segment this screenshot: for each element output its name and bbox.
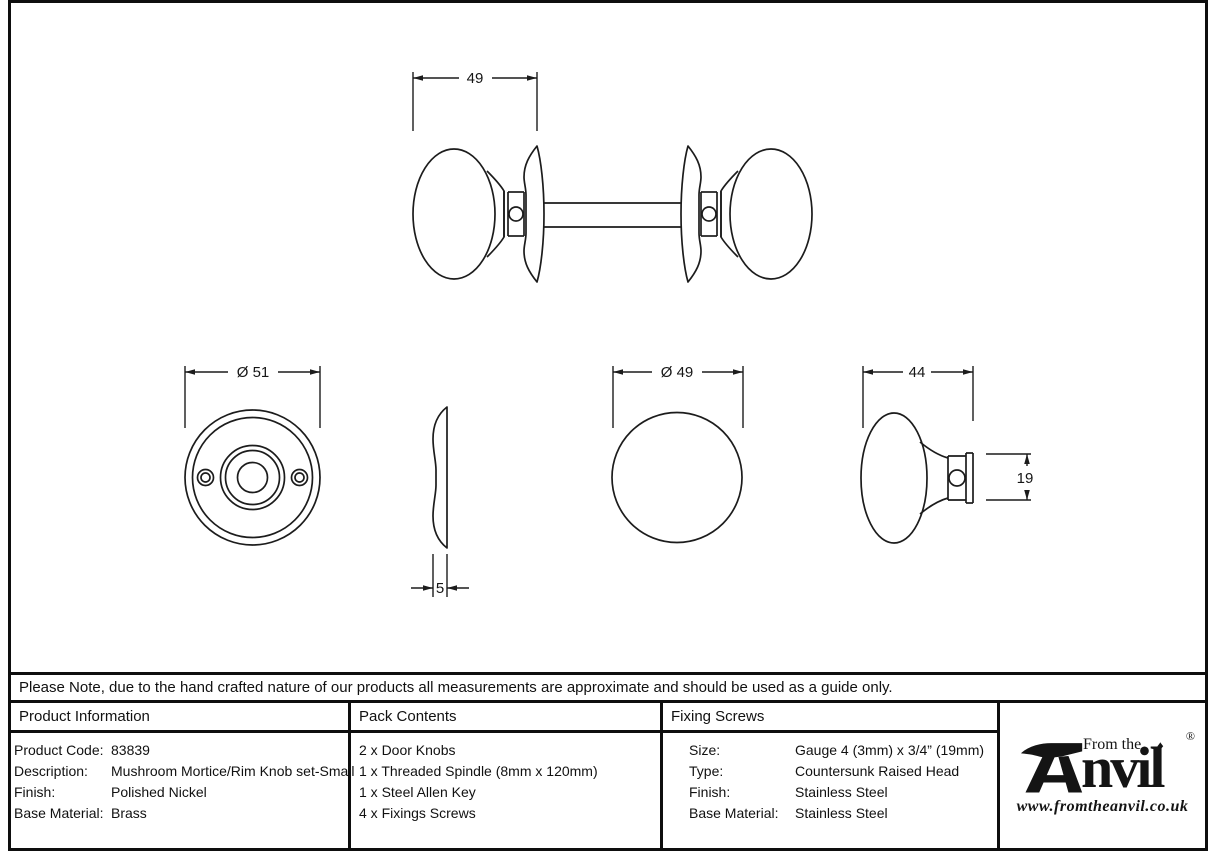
dimension-neck-height xyxy=(986,453,1031,501)
product-information-column: Product Information Product Code: 83839 … xyxy=(11,703,355,848)
logo-website-url: www.fromtheanvil.co.uk xyxy=(1016,798,1189,815)
measurement-note-text: Please Note, due to the hand crafted nat… xyxy=(19,679,893,696)
list-item: 1 x Steel Allen Key xyxy=(359,784,476,800)
table-row: Finish: Stainless Steel xyxy=(689,782,997,803)
technical-drawing: 49 Ø 51 xyxy=(184,70,1034,597)
list-item: 4 x Fixings Screws xyxy=(359,805,476,821)
rose-front-view: Ø 51 xyxy=(184,364,321,546)
dimension-rose-thickness xyxy=(411,554,469,597)
fixing-screws-column: Fixing Screws Size: Gauge 4 (3mm) x 3/4”… xyxy=(663,703,1000,848)
dimension-knob-set-width xyxy=(412,72,538,131)
row-label: Base Material: xyxy=(689,805,779,821)
row-label: Size: xyxy=(689,742,721,758)
dimension-label-rose-thickness: 5 xyxy=(436,580,444,597)
anvil-icon xyxy=(1020,743,1083,793)
row-value: 83839 xyxy=(111,742,150,758)
row-value: Gauge 4 (3mm) x 3/4” (19mm) xyxy=(795,742,985,758)
knob-set-side-view: 49 xyxy=(412,70,813,283)
table-row: Base Material: Brass xyxy=(14,803,348,824)
knob-side-view: 44 19 xyxy=(860,364,1034,544)
row-label: Base Material: xyxy=(14,805,104,821)
dimension-label-neck-height: 19 xyxy=(1017,470,1034,487)
spec-sheet-frame: 49 Ø 51 xyxy=(8,0,1208,851)
brand-logo-cell: From the ♦ ® nvil www.fromtheanvil.co.uk xyxy=(1000,703,1205,848)
row-value: Mushroom Mortice/Rim Knob set-Small xyxy=(111,763,355,779)
dimension-label-knob-diameter: Ø 49 xyxy=(661,364,694,381)
dimension-rose-diameter xyxy=(184,366,321,428)
row-label: Description: xyxy=(14,763,88,779)
dimension-knob-diameter xyxy=(612,366,744,428)
registered-trademark-icon: ® xyxy=(1185,729,1195,743)
logo-wordmark: nvil xyxy=(1080,735,1165,800)
row-value: Countersunk Raised Head xyxy=(795,763,960,779)
from-the-anvil-logo: From the ♦ ® nvil www.fromtheanvil.co.uk xyxy=(1016,729,1195,816)
list-item: 2 x Door Knobs xyxy=(359,742,456,758)
dimension-label-knob-set-width: 49 xyxy=(467,70,484,87)
table-row: Type: Countersunk Raised Head xyxy=(689,761,997,782)
row-value: Stainless Steel xyxy=(795,805,888,821)
row-value: Brass xyxy=(111,805,147,821)
row-label: Finish: xyxy=(14,784,56,800)
row-label: Type: xyxy=(689,763,724,779)
table-row: Size: Gauge 4 (3mm) x 3/4” (19mm) xyxy=(689,740,997,761)
rose-side-profile: 5 xyxy=(411,406,469,597)
measurement-note-bar: Please Note, due to the hand crafted nat… xyxy=(11,672,1205,703)
table-row: Product Code: 83839 xyxy=(14,740,348,761)
row-value: Polished Nickel xyxy=(111,784,207,800)
logo-from-the-text: From the xyxy=(1082,736,1142,753)
list-item: 1 x Threaded Spindle (8mm x 120mm) xyxy=(359,763,598,779)
table-row: Description: Mushroom Mortice/Rim Knob s… xyxy=(14,761,355,782)
rose-screw-holes xyxy=(196,468,309,487)
row-value: Stainless Steel xyxy=(795,784,888,800)
row-label: Finish: xyxy=(689,784,731,800)
dimension-label-rose-diameter: Ø 51 xyxy=(237,364,270,381)
table-row: Finish: Polished Nickel xyxy=(14,782,348,803)
fixing-screws-header: Fixing Screws xyxy=(663,703,997,733)
knob-front-view: Ø 49 xyxy=(611,364,744,544)
row-label: Product Code: xyxy=(14,742,104,758)
pack-contents-column: Pack Contents 2 x Door Knobs 1 x Threade… xyxy=(351,703,663,848)
spec-table: Product Information Product Code: 83839 … xyxy=(11,703,1205,848)
table-row: Base Material: Stainless Steel xyxy=(689,803,997,824)
diamond-dot-icon: ♦ xyxy=(1156,738,1164,753)
dimension-label-knob-projection: 44 xyxy=(909,364,926,381)
product-information-header: Product Information xyxy=(11,703,348,733)
dimension-knob-projection xyxy=(862,366,974,428)
pack-contents-header: Pack Contents xyxy=(351,703,660,733)
